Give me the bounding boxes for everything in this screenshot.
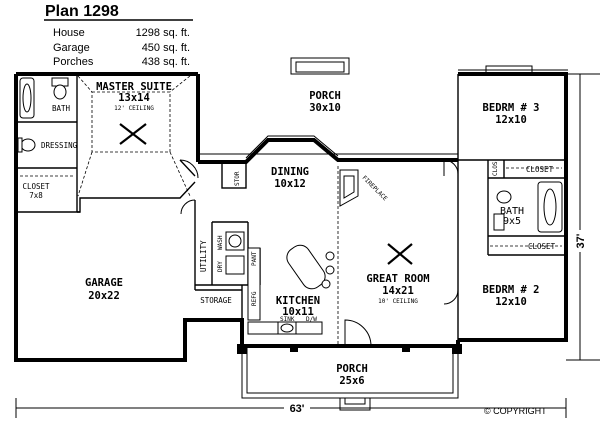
front-porch-size: 25x6: [339, 375, 364, 387]
porch-post: [237, 344, 247, 354]
bedrm3-label: BEDRM # 3: [483, 102, 540, 114]
interior-walls: [16, 74, 566, 346]
bedrm2-size: 12x10: [495, 296, 527, 308]
wash-label: WASH: [217, 235, 224, 250]
sink-label: SINK: [280, 316, 295, 323]
bedrm2-label: BEDRM # 2: [483, 284, 540, 296]
master-closet-size: 7x8: [29, 191, 43, 200]
refrigerator-label: REFG: [251, 291, 258, 306]
bedrm3-size: 12x10: [495, 114, 527, 126]
bath2-label: BATH: [500, 206, 524, 217]
dining-label: DINING: [271, 166, 309, 178]
copyright-notice: © COPYRIGHT: [484, 406, 547, 416]
dining-bay: [198, 135, 458, 164]
master-suite-note: 12' CEILING: [114, 105, 154, 112]
clos-label: CLOS: [492, 161, 499, 176]
fixtures: [17, 75, 563, 347]
stor-label: STOR: [234, 171, 241, 186]
summary-label-garage: Garage: [53, 42, 90, 54]
great-room-label: GREAT ROOM: [366, 273, 429, 285]
porch-post: [452, 344, 462, 354]
master-suite-size: 13x14: [118, 92, 150, 104]
summary-label-house: House: [53, 27, 85, 39]
front-porch: [237, 344, 462, 411]
rear-porch-size: 30x10: [309, 102, 341, 114]
plan-title: Plan 1298: [45, 3, 119, 20]
depth-dim-bg: [574, 230, 586, 252]
bedrm3-closet-label: CLOSET: [526, 165, 554, 174]
kitchen-size: 10x11: [282, 306, 314, 318]
great-room-size: 14x21: [382, 285, 414, 297]
fireplace-label: FIREPLACE: [361, 174, 389, 202]
master-closet-label: CLOSET: [22, 182, 50, 191]
dressing-label: DRESSING: [41, 141, 78, 150]
exterior-walls: [14, 72, 568, 362]
front-porch-label: PORCH: [336, 363, 368, 375]
bath2-size: 9x5: [503, 216, 521, 227]
dry-label: DRY: [217, 261, 224, 272]
area-summary: House 1298 sq. ft. Garage 450 sq. ft. Po…: [53, 27, 190, 68]
master-suite-label: MASTER SUITE: [96, 81, 172, 93]
garage-label: GARAGE: [85, 277, 123, 289]
utility-label: UTILITY: [199, 240, 208, 272]
dishwasher-label: D/W: [306, 316, 317, 323]
garage-size: 20x22: [88, 290, 120, 302]
width-dim-bg: [284, 402, 310, 414]
dining-size: 10x12: [274, 178, 306, 190]
storage-label: STORAGE: [200, 296, 232, 305]
summary-value-house: 1298 sq. ft.: [136, 27, 190, 39]
great-room-note: 10' CEILING: [378, 298, 418, 305]
bedrm2-closet-label: CLOSET: [528, 242, 556, 251]
porch-post: [402, 344, 410, 352]
pantry-label: PANT: [251, 251, 258, 266]
master-bath-label: BATH: [52, 104, 71, 113]
width-dimension: 63': [290, 403, 305, 415]
room-labels: MASTER SUITE 13x14 12' CEILING BATH DRES…: [22, 81, 555, 387]
kitchen-label: KITCHEN: [276, 295, 320, 307]
summary-value-porches: 438 sq. ft.: [142, 56, 190, 68]
rear-porch-label: PORCH: [309, 90, 341, 102]
porch-post: [290, 344, 298, 352]
depth-dimension: 37': [575, 233, 587, 248]
summary-value-garage: 450 sq. ft.: [142, 42, 190, 54]
summary-label-porches: Porches: [53, 56, 94, 68]
